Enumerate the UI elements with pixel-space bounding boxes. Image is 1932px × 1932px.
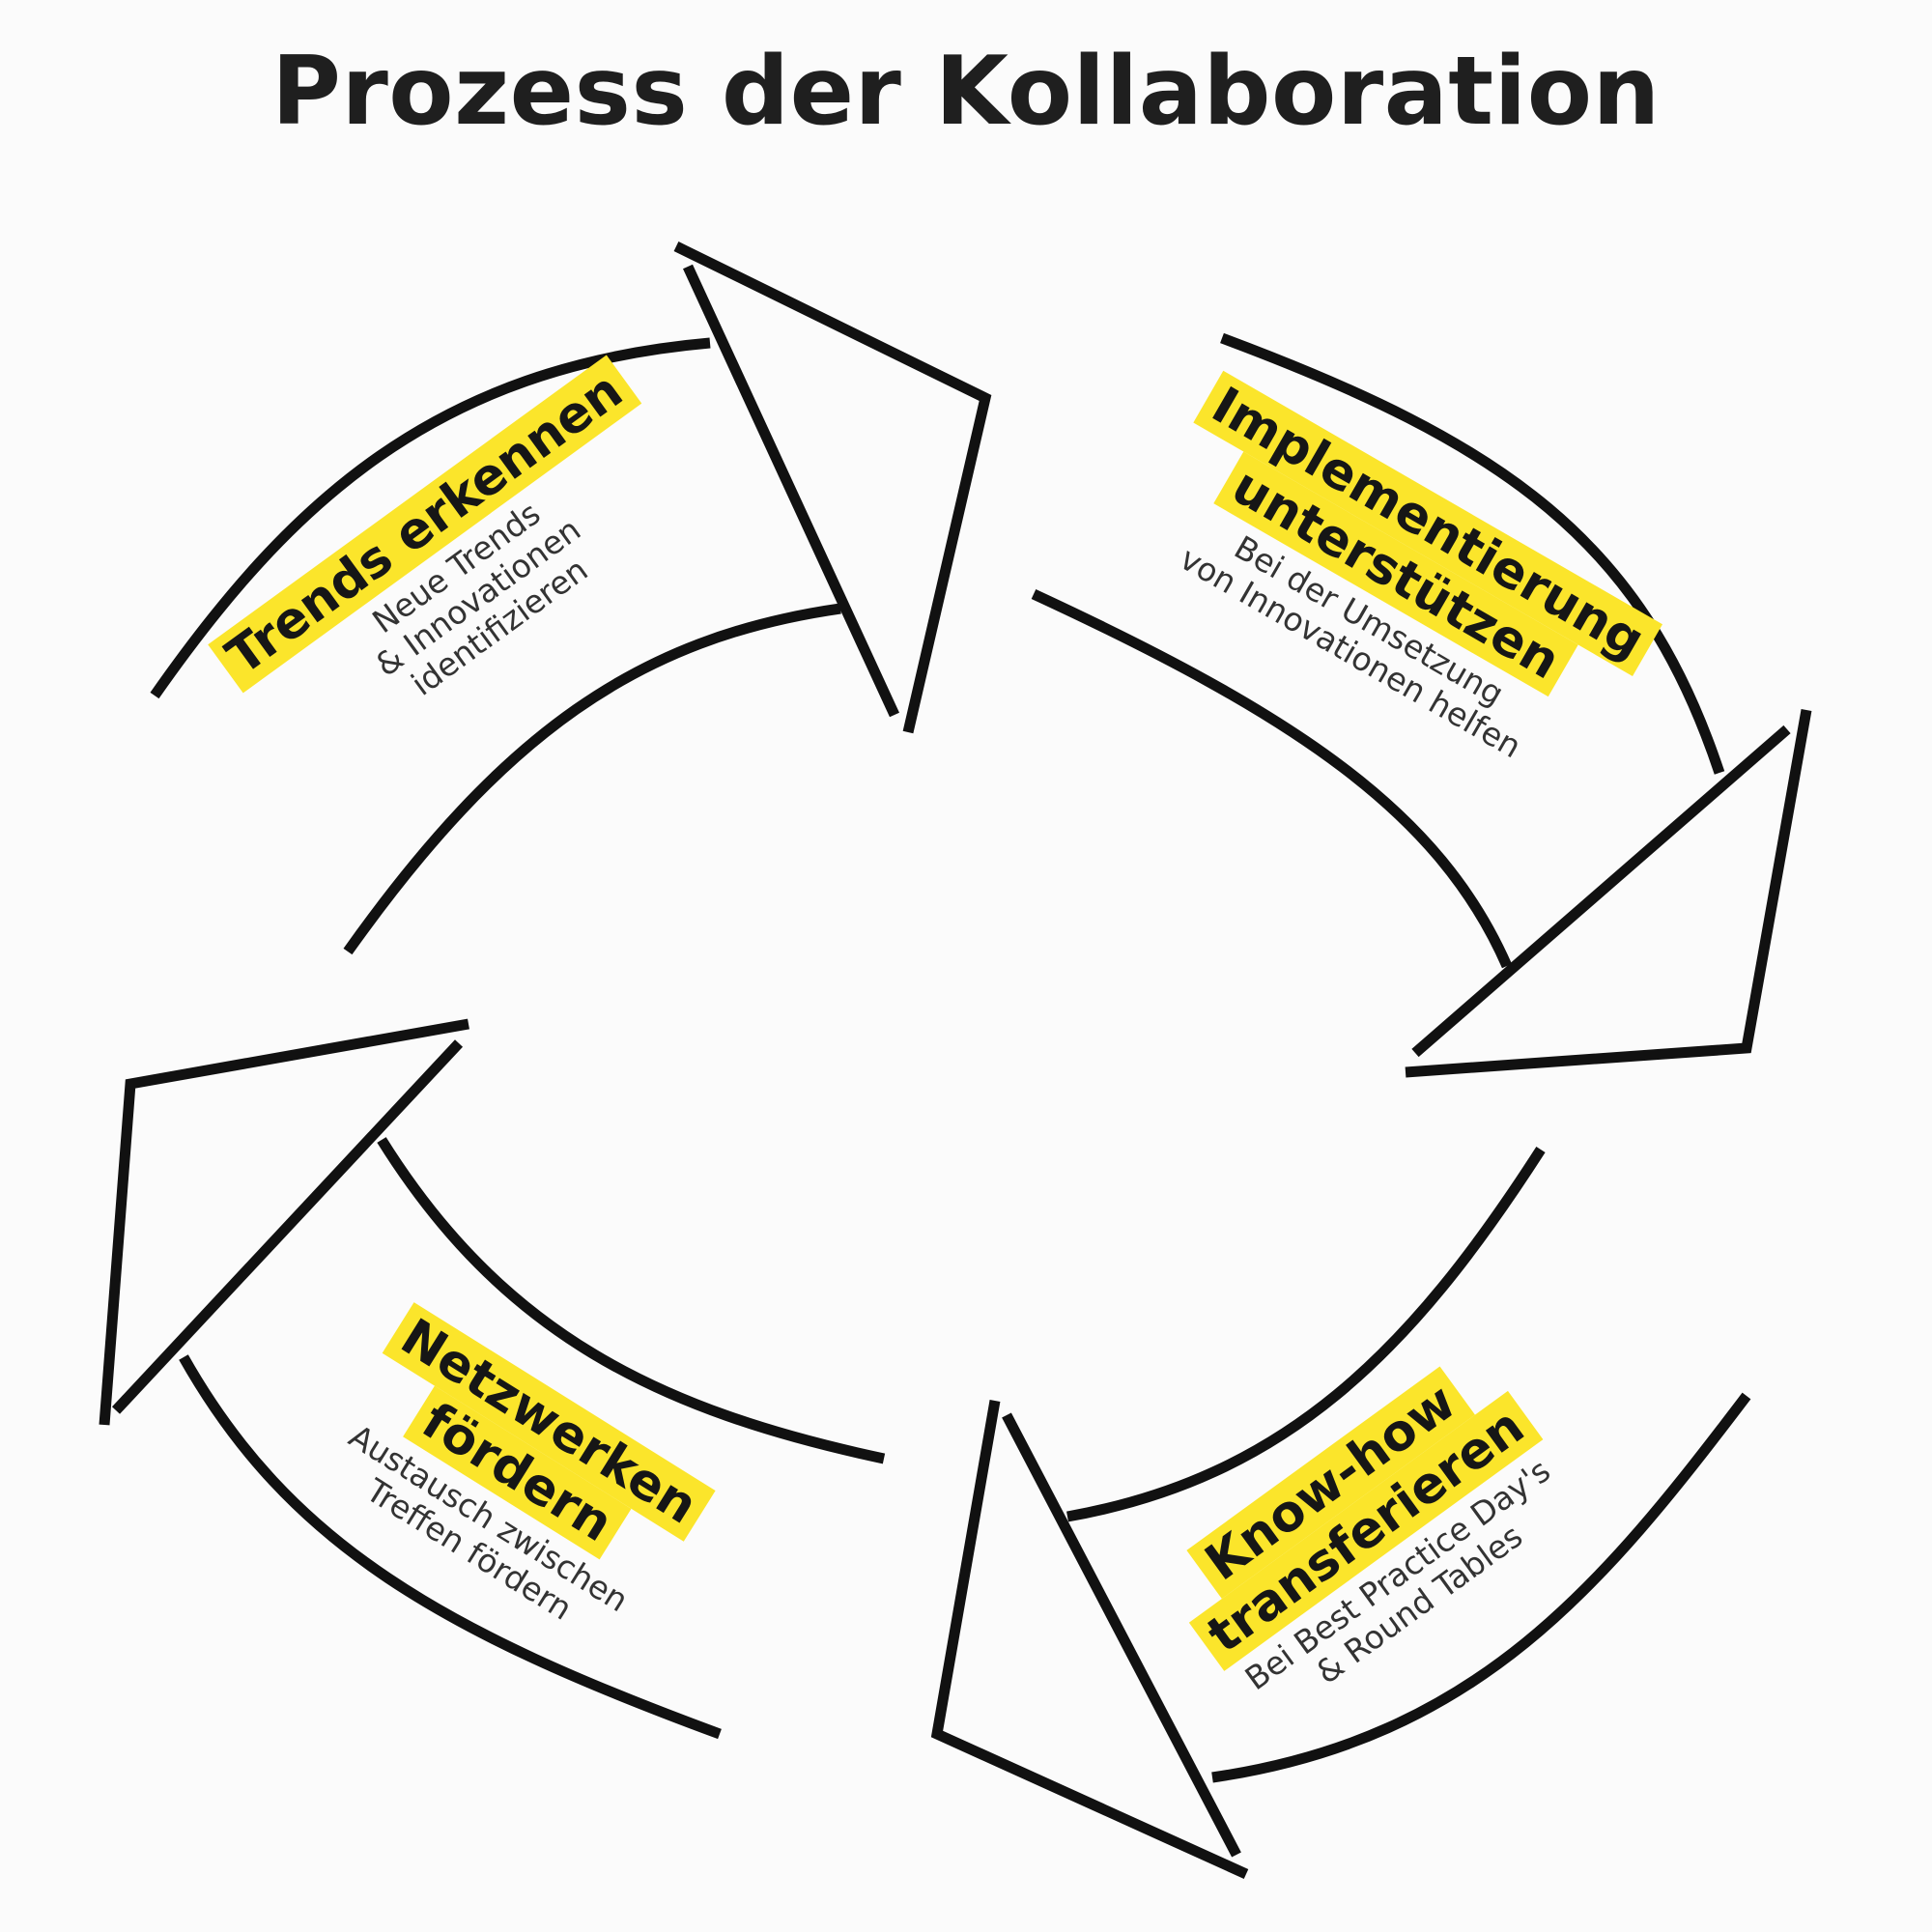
arrow-knowhow <box>930 1147 1751 1880</box>
arrow-implementierung <box>1031 332 1812 1078</box>
arrow-netzwerken <box>99 1018 886 1740</box>
diagram-title: Prozess der Kollaboration <box>271 37 1661 147</box>
